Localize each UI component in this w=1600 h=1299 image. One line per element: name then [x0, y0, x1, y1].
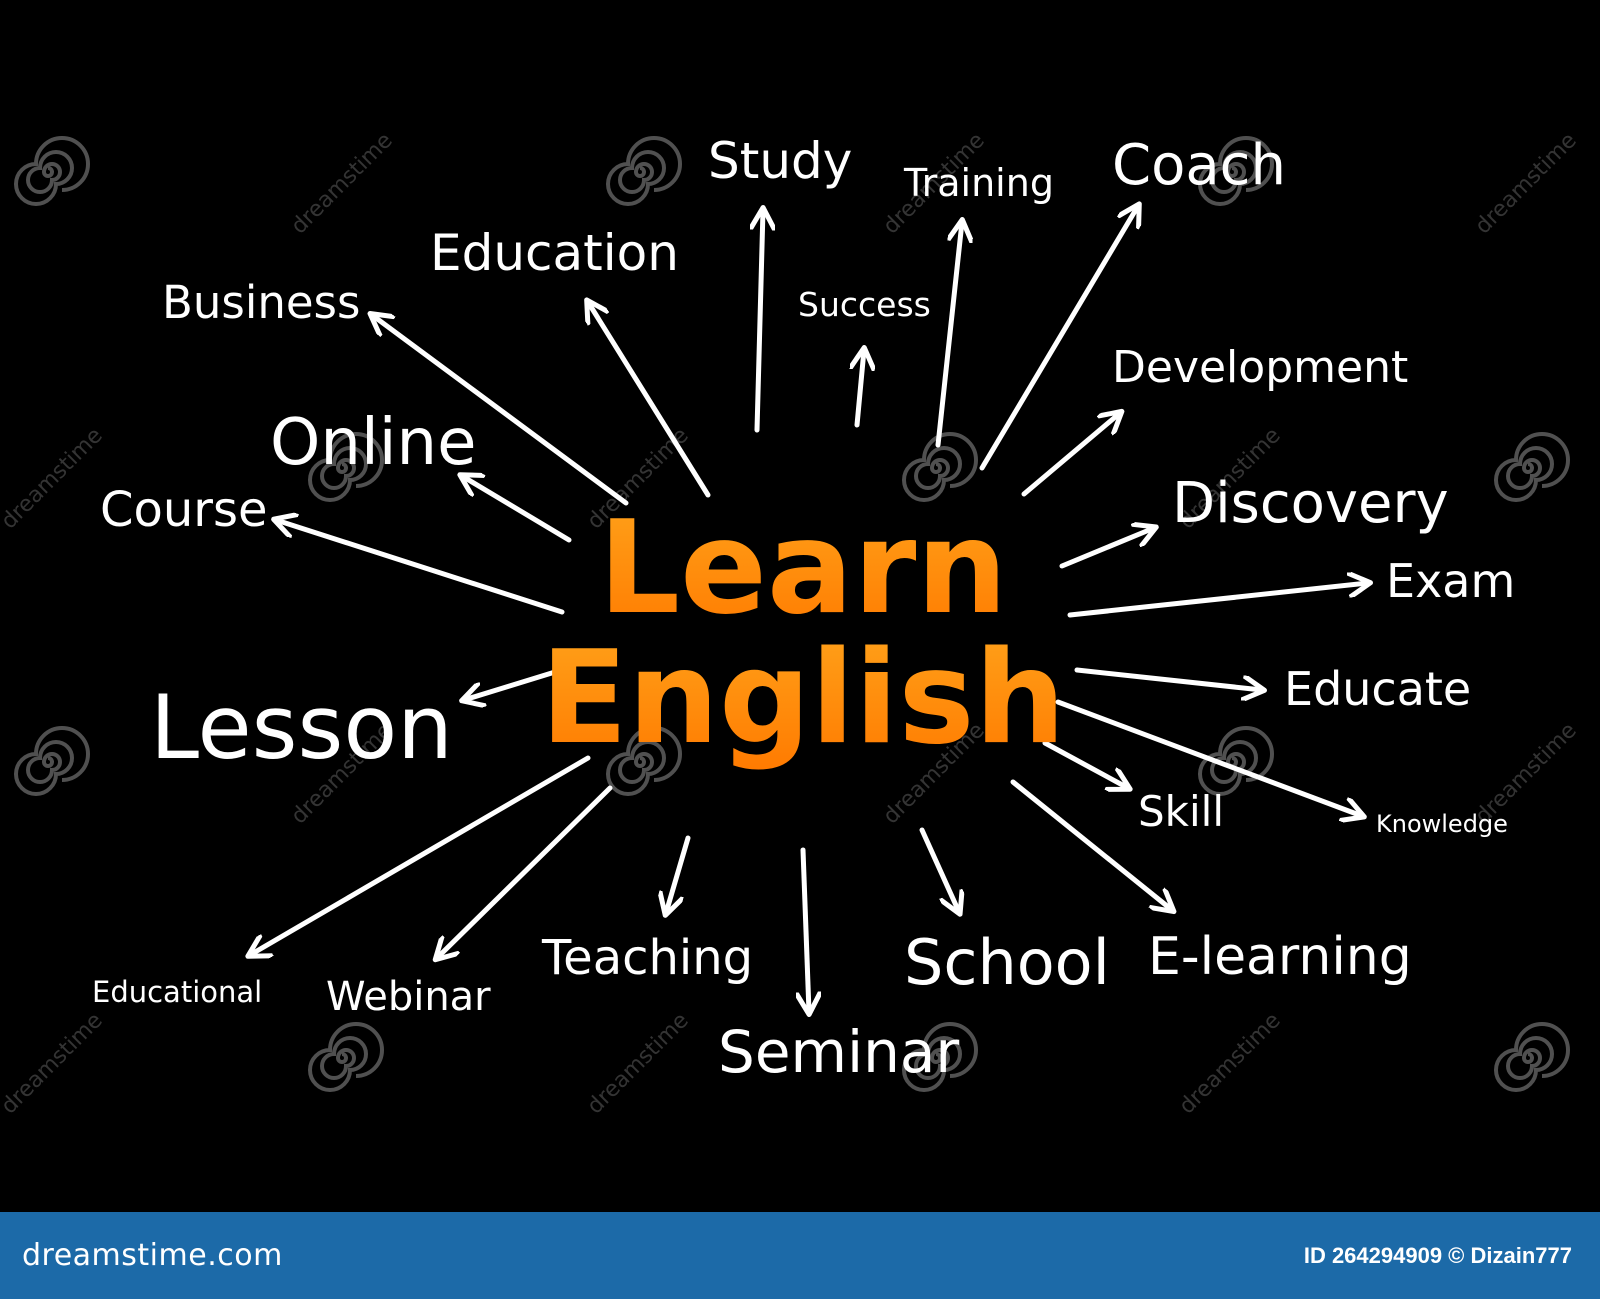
watermark-text: dreamstime	[1175, 1008, 1286, 1119]
watermark-text: dreamstime	[287, 128, 398, 239]
arrow-to-webinar	[437, 785, 613, 958]
arrow-to-success	[857, 350, 864, 428]
watermark-text: dreamstime	[0, 1008, 108, 1119]
keyword-coach: Coach	[1112, 133, 1286, 198]
arrow-to-seminar	[803, 847, 809, 1012]
keyword-educate: Educate	[1284, 662, 1471, 716]
keyword-school: School	[904, 926, 1110, 999]
watermark-text: dreamstime	[0, 423, 108, 534]
keyword-success: Success	[798, 285, 931, 324]
watermark-spiral-icon	[1494, 1022, 1570, 1092]
arrow-to-business	[372, 315, 629, 506]
keyword-teaching: Teaching	[541, 930, 753, 986]
keyword-lesson: Lesson	[150, 676, 453, 779]
arrow-to-lesson	[464, 669, 558, 700]
arrow-to-skill	[1042, 740, 1128, 788]
keyword-training: Training	[903, 161, 1054, 205]
arrow-to-educate	[1074, 667, 1262, 690]
arrow-to-course	[276, 520, 565, 615]
watermark-spiral-icon	[14, 136, 90, 206]
watermark-spiral-icon	[1494, 432, 1570, 502]
watermark-spiral-icon	[606, 136, 682, 206]
keyword-educational: Educational	[92, 975, 262, 1009]
keyword-online: Online	[270, 406, 476, 480]
arrow-to-teaching	[666, 835, 691, 913]
keyword-course: Course	[100, 482, 268, 538]
keyword-business: Business	[162, 276, 360, 329]
arrow-to-coach	[979, 206, 1138, 471]
footer-brand: dreamstime.com	[22, 1238, 283, 1273]
keyword-e-learning: E-learning	[1148, 927, 1412, 987]
keyword-development: Development	[1112, 342, 1408, 393]
watermark-text: dreamstime	[1471, 128, 1582, 239]
center-topic: Learn English	[540, 494, 1065, 773]
arrows	[250, 206, 1368, 1012]
keywords: Study Training Coach Education Success B…	[92, 132, 1515, 1086]
mind-map-diagram: dreamstime dreamstime dreamstime dreamst…	[0, 128, 1582, 1119]
watermark-spiral-icon	[14, 726, 90, 796]
keyword-exam: Exam	[1386, 554, 1515, 608]
watermark-spiral-icon	[308, 1022, 384, 1092]
footer-bar: dreamstime.com ID 264294909 © Dizain777	[0, 1212, 1600, 1299]
keyword-seminar: Seminar	[718, 1018, 959, 1086]
arrow-to-training	[935, 222, 962, 448]
keyword-education: Education	[430, 224, 679, 282]
arrow-to-education	[588, 302, 711, 498]
keyword-webinar: Webinar	[326, 974, 491, 1020]
keyword-skill: Skill	[1138, 787, 1224, 836]
arrow-to-school	[919, 827, 959, 912]
keyword-study: Study	[708, 132, 852, 190]
arrow-to-online	[462, 476, 572, 543]
arrow-to-development	[1021, 413, 1120, 497]
watermark-text: dreamstime	[583, 1008, 694, 1119]
arrow-to-discovery	[1059, 528, 1154, 569]
arrow-to-exam	[1067, 583, 1368, 618]
arrow-to-study	[757, 210, 763, 433]
keyword-knowledge: Knowledge	[1376, 810, 1508, 838]
arrow-to-knowledge	[1055, 699, 1362, 816]
footer-image-id: ID 264294909 © Dizain777	[1303, 1242, 1572, 1268]
center-title-learn: Learn	[599, 494, 1008, 643]
arrow-to-educational	[250, 755, 591, 955]
keyword-discovery: Discovery	[1172, 471, 1449, 536]
center-title-english: English	[540, 624, 1065, 773]
arrow-to-e-learning	[1010, 779, 1172, 910]
